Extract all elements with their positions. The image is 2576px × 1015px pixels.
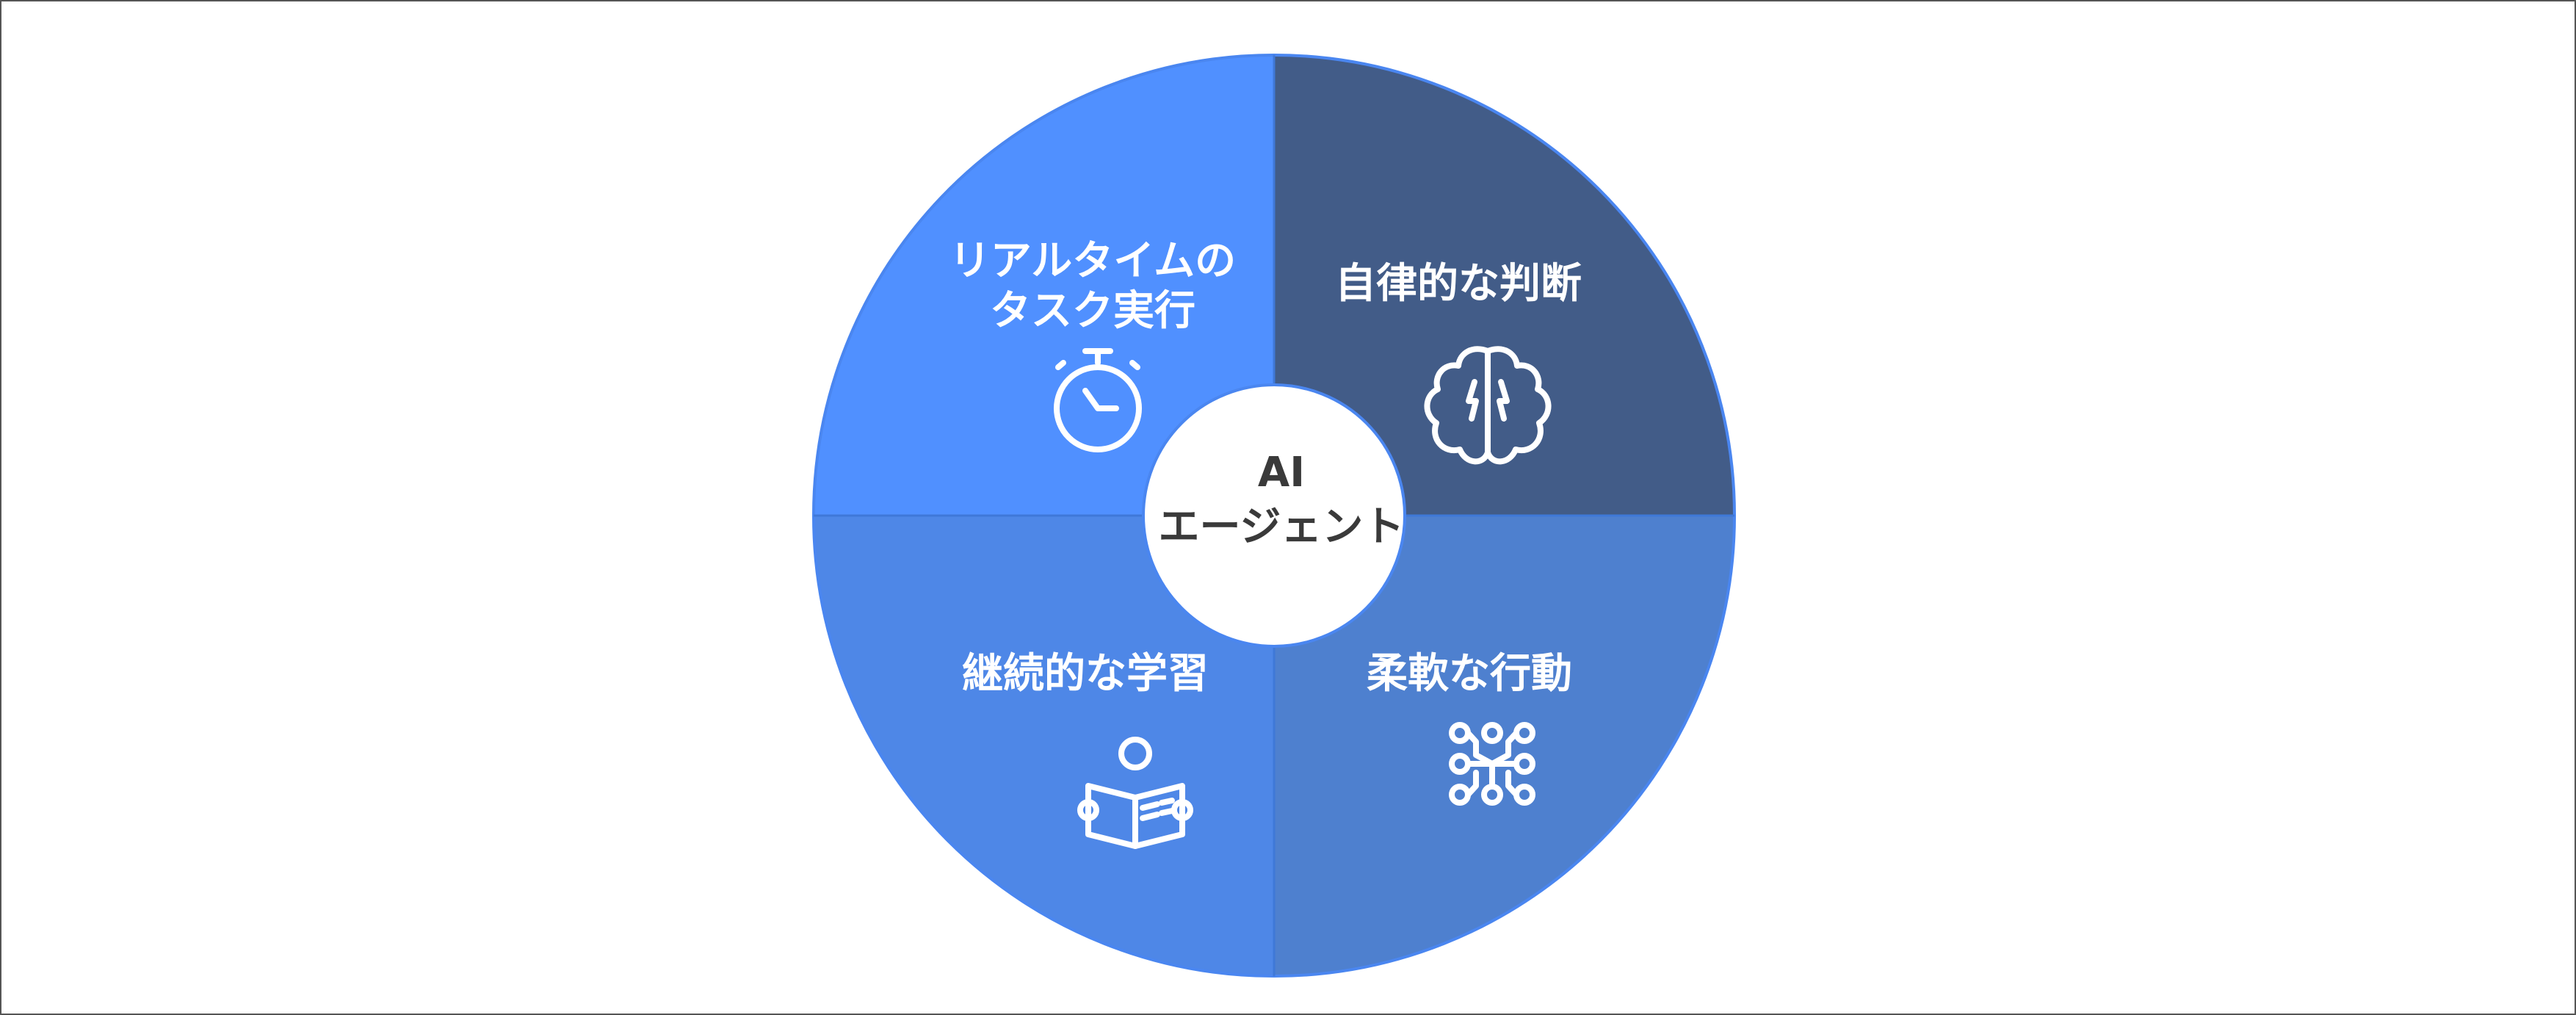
segment-bottom-right-label: 柔軟な行動 <box>1367 650 1572 698</box>
brain-icon <box>1424 346 1552 465</box>
segment-top-right <box>1274 55 1734 516</box>
segment-bottom-right <box>1274 516 1734 976</box>
network-nodes-icon <box>1449 722 1535 806</box>
center-title: AI <box>1258 449 1305 496</box>
segment-top-left-label-line2: タスク実行 <box>990 287 1195 335</box>
center-subtitle: エージェント <box>1159 503 1405 551</box>
segment-top-left <box>814 55 1274 516</box>
center-hub <box>1142 383 1406 648</box>
segment-top-left-label-line1: リアルタイムの <box>949 237 1236 285</box>
segment-bottom-left-label: 継続的な学習 <box>962 650 1209 698</box>
stopwatch-icon <box>1054 348 1142 452</box>
segment-bottom-left <box>814 516 1274 976</box>
reading-person-icon <box>1077 737 1193 849</box>
segment-top-right-label: 自律的な判断 <box>1335 260 1582 308</box>
